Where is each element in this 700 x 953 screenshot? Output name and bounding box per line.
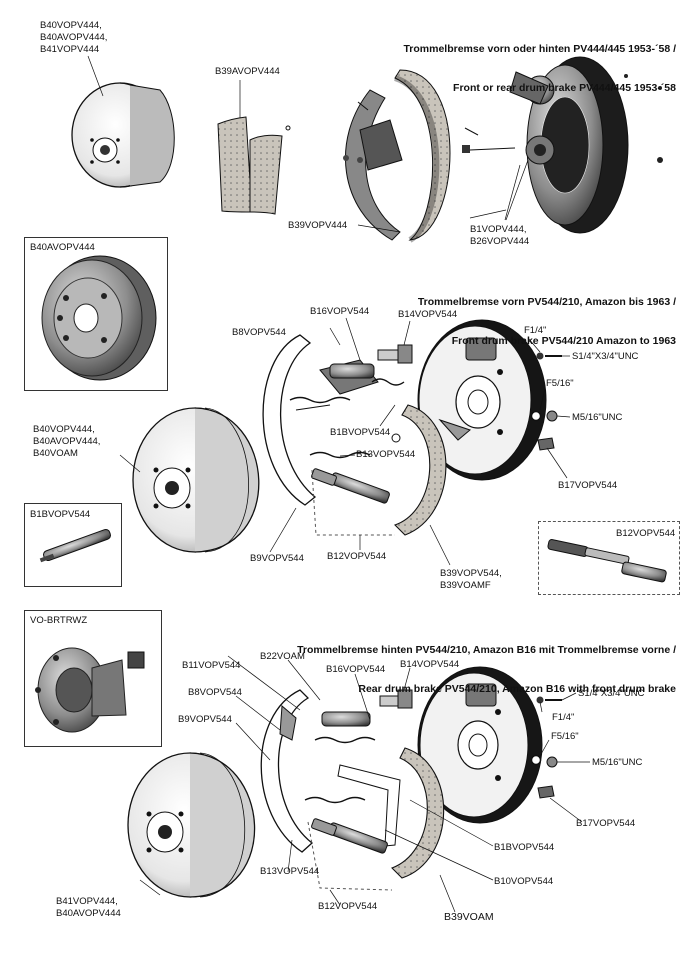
adjuster-s2 bbox=[311, 468, 395, 536]
label-b16-s3: B16VOPV544 bbox=[326, 664, 386, 675]
label-b1b-s3: B1BVOPV544 bbox=[494, 842, 555, 853]
label-b39-s3: B39VOAM bbox=[444, 911, 494, 923]
hardware-s3 bbox=[530, 696, 562, 799]
label-b14-s2: B14VOPV544 bbox=[398, 309, 458, 320]
label-backplate-s1: B1VOPV444, B26VOPV444 bbox=[470, 224, 530, 247]
label-b13-s2: B13VOPV544 bbox=[356, 449, 416, 460]
section-1-title: Trommelbremse vorn oder hinten PV444/445… bbox=[403, 17, 676, 108]
label-f14-s2: F1/4" bbox=[524, 325, 547, 336]
brake-lining-s1 bbox=[217, 80, 291, 215]
section-3-title-de: Trommelbremse hinten PV544/210, Amazon B… bbox=[297, 644, 676, 656]
section-3-title: Trommelbremse hinten PV544/210, Amazon B… bbox=[297, 618, 676, 709]
label-b8-s3: B8VOPV544 bbox=[188, 687, 242, 698]
label-inset-hub: VO-BRTRWZ bbox=[30, 615, 88, 626]
label-b8-s2: B8VOPV544 bbox=[232, 327, 286, 338]
label-b10: B10VOPV544 bbox=[494, 876, 554, 887]
inset-pin-drawing bbox=[39, 528, 111, 563]
hardware-s2 bbox=[530, 352, 562, 451]
label-f516-s2: F5/16" bbox=[546, 378, 574, 389]
leader-lines bbox=[227, 209, 590, 913]
brake-shoes-s2 bbox=[262, 334, 447, 536]
label-drum-s3: B41VOPV444, B40AVOPV444 bbox=[56, 896, 121, 919]
label-s14-s3: S1/4"X3/4"UNC bbox=[578, 688, 645, 699]
label-b1b-s2: B1BVOPV544 bbox=[330, 427, 391, 438]
inset-hub-photo bbox=[35, 647, 145, 733]
adjuster-s3 bbox=[307, 818, 393, 891]
label-b9-s2: B9VOPV544 bbox=[250, 553, 304, 564]
brake-shoes-s3 bbox=[260, 689, 445, 879]
brake-drum-s3 bbox=[127, 752, 256, 898]
label-b12-s3: B12VOPV544 bbox=[318, 901, 378, 912]
label-s14-s2: S1/4"X3/4"UNC bbox=[572, 351, 639, 362]
label-top-drum: B40VOPV444, B40AVOPV444, B41VOPV444 bbox=[40, 20, 108, 55]
inset-drum-photo bbox=[41, 255, 157, 381]
label-b12-s2: B12VOPV544 bbox=[327, 551, 387, 562]
label-inset-b1b: B1BVOPV544 bbox=[30, 509, 91, 520]
section-1-title-en: Front or rear drum brake PV444/445 1953-… bbox=[453, 82, 676, 94]
backplate-s2 bbox=[417, 319, 547, 481]
label-b22: B22VOAM bbox=[260, 651, 305, 662]
inset-frame-drum bbox=[24, 237, 168, 391]
label-f516-s3: F5/16" bbox=[551, 731, 579, 742]
label-b16-s2: B16VOPV544 bbox=[310, 306, 370, 317]
inset-frame-pin bbox=[24, 503, 122, 587]
label-b11: B11VOPV544 bbox=[182, 660, 241, 671]
section-3-title-en: Rear drum brake PV544/210, Amazon B16 wi… bbox=[358, 683, 676, 695]
label-b9-s3: B9VOPV544 bbox=[178, 714, 232, 725]
label-inset-b12: B12VOPV544 bbox=[616, 528, 676, 539]
label-b14-s3: B14VOPV544 bbox=[400, 659, 460, 670]
section-2-title: Trommelbremse vorn PV544/210, Amazon bis… bbox=[418, 270, 676, 361]
label-m516-s3: M5/16"UNC bbox=[592, 757, 643, 768]
backplate-s3 bbox=[417, 666, 543, 824]
label-drum-s2: B40VOPV444, B40AVOPV444, B40VOAM bbox=[33, 424, 101, 459]
label-b17-s3: B17VOPV544 bbox=[576, 818, 636, 829]
inset-frame-hub bbox=[24, 610, 162, 747]
label-b17-s2: B17VOPV544 bbox=[558, 480, 618, 491]
section-2-title-en: Front drum brake PV544/210 Amazon to 196… bbox=[451, 335, 676, 347]
section-2-title-de: Trommelbremse vorn PV544/210, Amazon bis… bbox=[417, 296, 676, 308]
brake-shoes-s1 bbox=[343, 69, 516, 243]
label-f14-s3: F1/4" bbox=[552, 712, 575, 723]
label-shoes-s1: B39VOPV444 bbox=[288, 220, 348, 231]
inset-frame-adjuster bbox=[538, 521, 680, 595]
label-lining: B39AVOPV444 bbox=[215, 66, 280, 77]
brake-drum-s1 bbox=[71, 55, 175, 188]
section-1-title-de: Trommelbremse vorn oder hinten PV444/445… bbox=[403, 43, 676, 55]
inset-adjuster-drawing bbox=[547, 539, 667, 583]
backplate-s1 bbox=[504, 56, 663, 234]
label-m516-s2: M5/16"UNC bbox=[572, 412, 623, 423]
label-b13-s3: B13VOPV544 bbox=[260, 866, 320, 877]
label-inset-drum: B40AVOPV444 bbox=[30, 242, 95, 253]
brake-drum-s2 bbox=[119, 407, 260, 553]
label-shoes-s2: B39VOPV544, B39VOAMF bbox=[440, 568, 502, 591]
